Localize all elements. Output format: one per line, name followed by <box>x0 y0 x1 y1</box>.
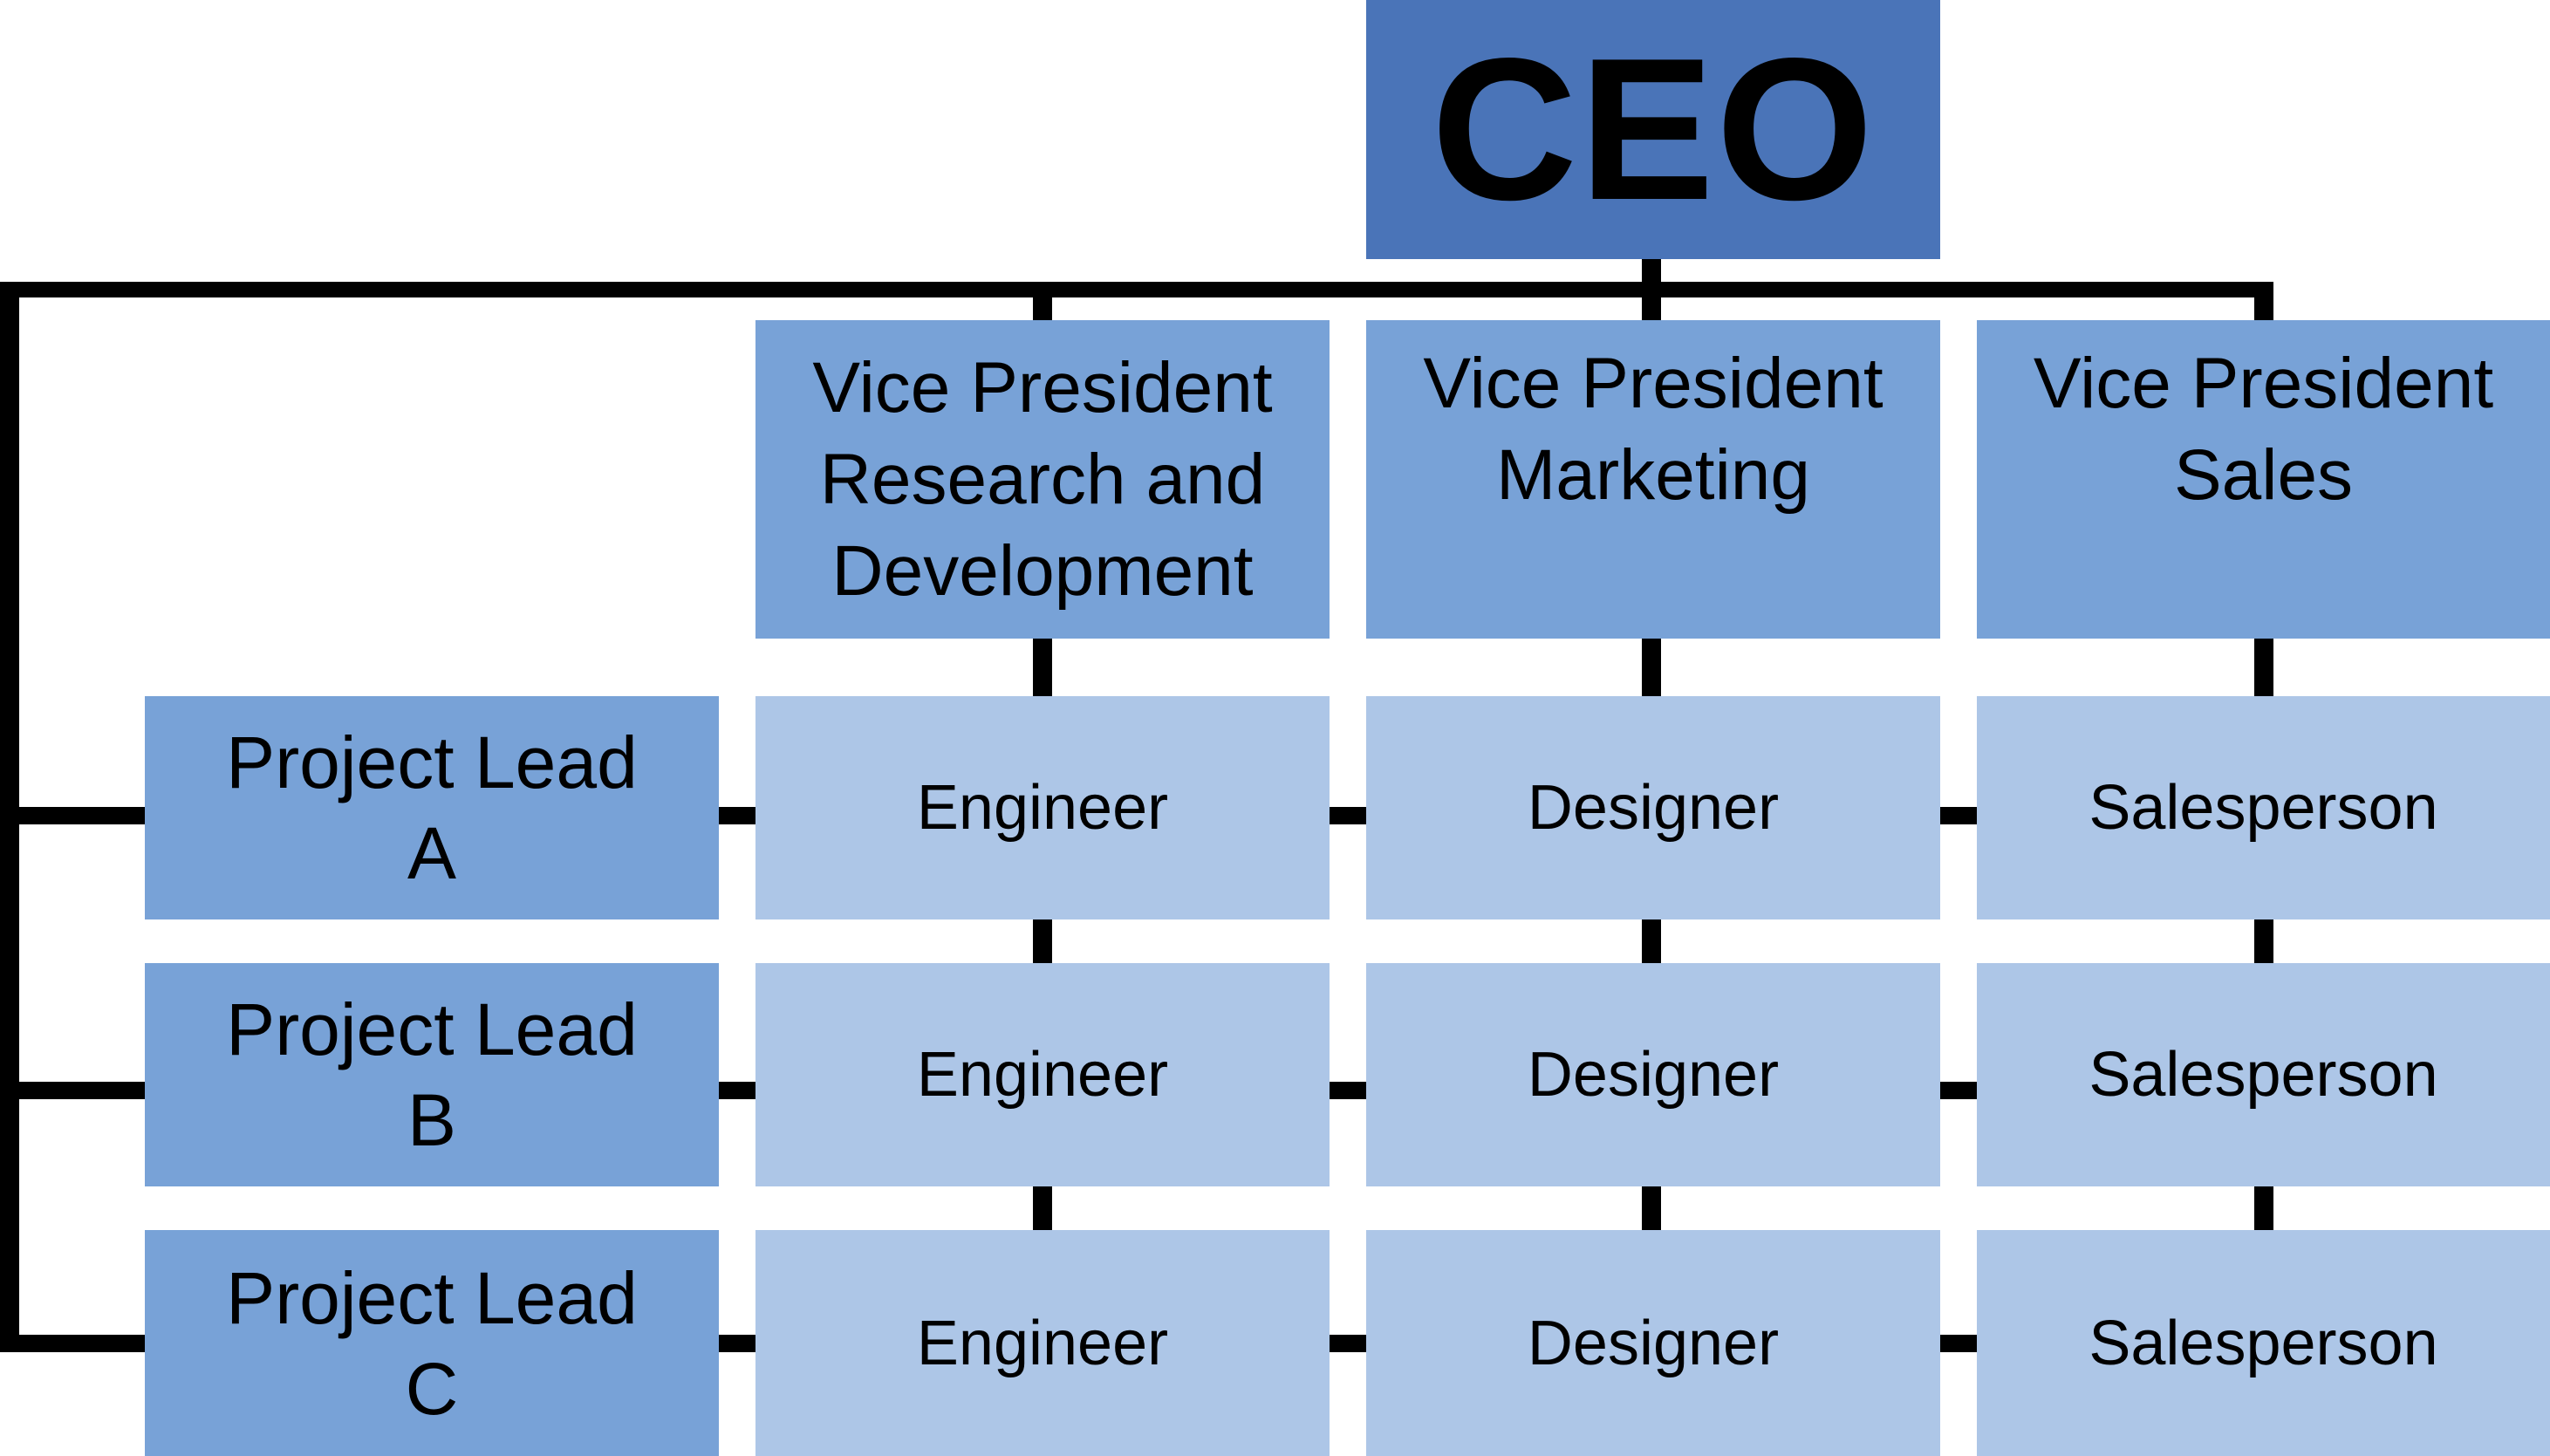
vp-label: Vice President Sales <box>2033 344 2494 515</box>
vp-research-development-box: Vice President Research and Development <box>755 320 1330 639</box>
salesperson-label: Salesperson <box>2089 773 2438 843</box>
project-lead-label: Project Lead A <box>226 721 638 894</box>
salesperson-label: Salesperson <box>2089 1308 2438 1378</box>
vp-sales-box: Vice President Sales <box>1977 320 2550 639</box>
ceo-box: CEO <box>1366 0 1940 259</box>
project-lead-a-box: Project Lead A <box>145 696 719 919</box>
connector-horizontal-bus <box>0 282 2273 297</box>
ceo-label: CEO <box>1431 17 1876 243</box>
designer-label: Designer <box>1527 773 1780 843</box>
staff-box: Salesperson <box>1977 963 2550 1186</box>
staff-box: Salesperson <box>1977 1230 2550 1456</box>
salesperson-label: Salesperson <box>2089 1040 2438 1110</box>
vp-label: Vice President Marketing <box>1423 344 1883 515</box>
staff-box: Engineer <box>755 963 1330 1186</box>
vp-label: Vice President Research and Development <box>812 348 1273 611</box>
staff-box: Designer <box>1366 696 1940 919</box>
designer-label: Designer <box>1527 1308 1780 1378</box>
connector-vp-rd-drop <box>1033 282 1052 320</box>
designer-label: Designer <box>1527 1040 1780 1110</box>
connector-vp-sales-drop <box>2254 282 2273 320</box>
project-lead-b-box: Project Lead B <box>145 963 719 1186</box>
staff-box: Designer <box>1366 963 1940 1186</box>
project-lead-c-box: Project Lead C <box>145 1230 719 1456</box>
project-lead-label: Project Lead C <box>226 1256 638 1430</box>
engineer-label: Engineer <box>916 1308 1169 1378</box>
project-lead-label: Project Lead B <box>226 988 638 1161</box>
engineer-label: Engineer <box>916 773 1169 843</box>
vp-marketing-box: Vice President Marketing <box>1366 320 1940 639</box>
staff-box: Engineer <box>755 696 1330 919</box>
engineer-label: Engineer <box>916 1040 1169 1110</box>
staff-box: Salesperson <box>1977 696 2550 919</box>
staff-box: Designer <box>1366 1230 1940 1456</box>
staff-box: Engineer <box>755 1230 1330 1456</box>
